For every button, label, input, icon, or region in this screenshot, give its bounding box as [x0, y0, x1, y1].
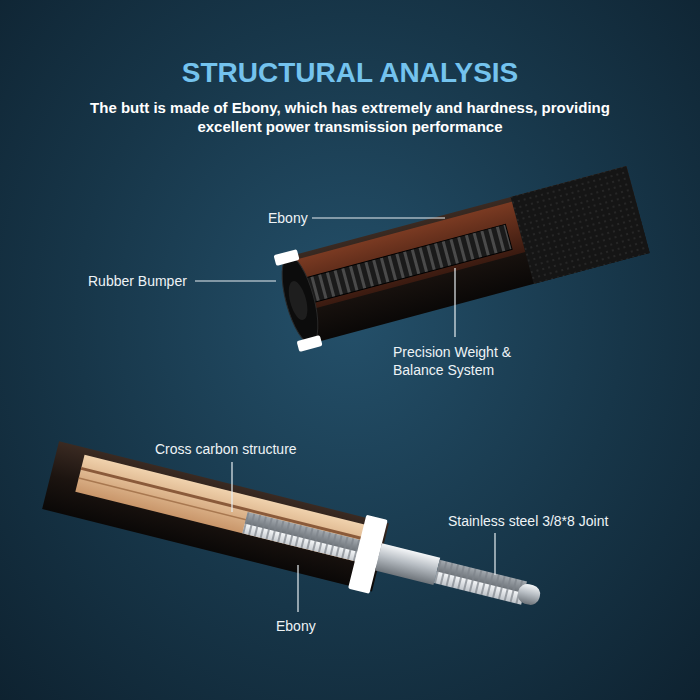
part-label: Stainless steel 3/8*8 Joint — [448, 513, 668, 530]
part-label: Rubber Bumper — [88, 273, 208, 290]
title: STRUCTURAL ANALYSIS — [50, 56, 650, 90]
part-label: Precision Weight & Balance System — [393, 343, 543, 379]
part-label: Ebony — [276, 618, 356, 635]
part-label: Cross carbon structure — [155, 441, 335, 458]
subtitle: The butt is made of Ebony, which has ext… — [90, 98, 610, 136]
part-label: Ebony — [268, 210, 348, 227]
